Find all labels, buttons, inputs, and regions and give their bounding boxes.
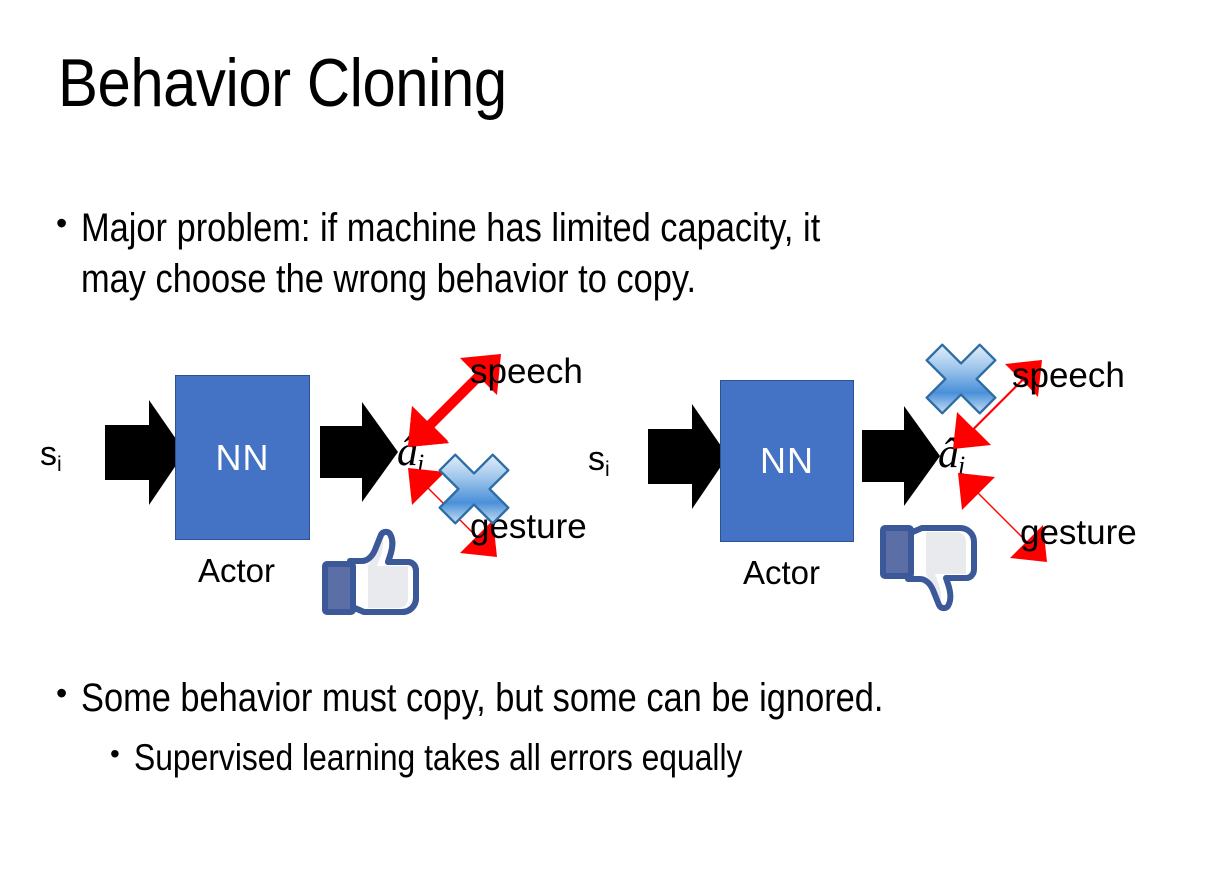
output-label-speech-right: speech (1012, 356, 1125, 395)
bullet-text: Supervised learning takes all errors equ… (133, 737, 743, 778)
output-label-gesture-right: gesture (1020, 513, 1137, 552)
diagram-left-correct-copy: si NN Actor âi (10, 330, 610, 640)
nn-box-label: NN (760, 440, 814, 481)
bullet-supervised-learning: • Supervised learning takes all errors e… (110, 735, 1160, 781)
page-title: Behavior Cloning (58, 45, 507, 121)
bullet-marker: • (56, 675, 68, 711)
diagram-right-wrong-copy: si NN Actor âi (560, 330, 1160, 640)
bullet-major-problem: • Major problem: if machine has limited … (56, 203, 1176, 305)
nn-box-right: NN (720, 380, 854, 542)
thumbs-down-icon-right (878, 522, 978, 612)
cross-icon-speech-right (922, 340, 1000, 418)
output-arrow-left (320, 402, 398, 502)
output-arrow-speech-right (945, 352, 1050, 457)
output-label-speech-left: speech (470, 352, 583, 391)
bullet-text: Some behavior must copy, but some can be… (81, 676, 884, 720)
actor-caption-left: Actor (198, 552, 276, 589)
bullet-marker: • (56, 205, 68, 241)
output-arrow-right (862, 406, 940, 506)
bullet-some-behavior: • Some behavior must copy, but some can … (56, 673, 1176, 723)
input-arrow-right (648, 404, 728, 509)
output-arrow-gesture-right (950, 468, 1055, 568)
cross-icon-gesture-left (435, 450, 513, 528)
nn-box-left: NN (175, 375, 310, 540)
bullet-text: Major problem: if machine has limited ca… (81, 206, 821, 302)
nn-box-label: NN (215, 436, 270, 478)
bullet-marker: • (110, 738, 120, 769)
state-label-right: si (588, 440, 610, 482)
output-arrow-speech-left (402, 348, 507, 453)
state-label-left: si (40, 435, 62, 477)
actor-caption-right: Actor (743, 554, 821, 591)
input-arrow-left (105, 400, 185, 505)
thumbs-up-icon-left (320, 528, 420, 618)
